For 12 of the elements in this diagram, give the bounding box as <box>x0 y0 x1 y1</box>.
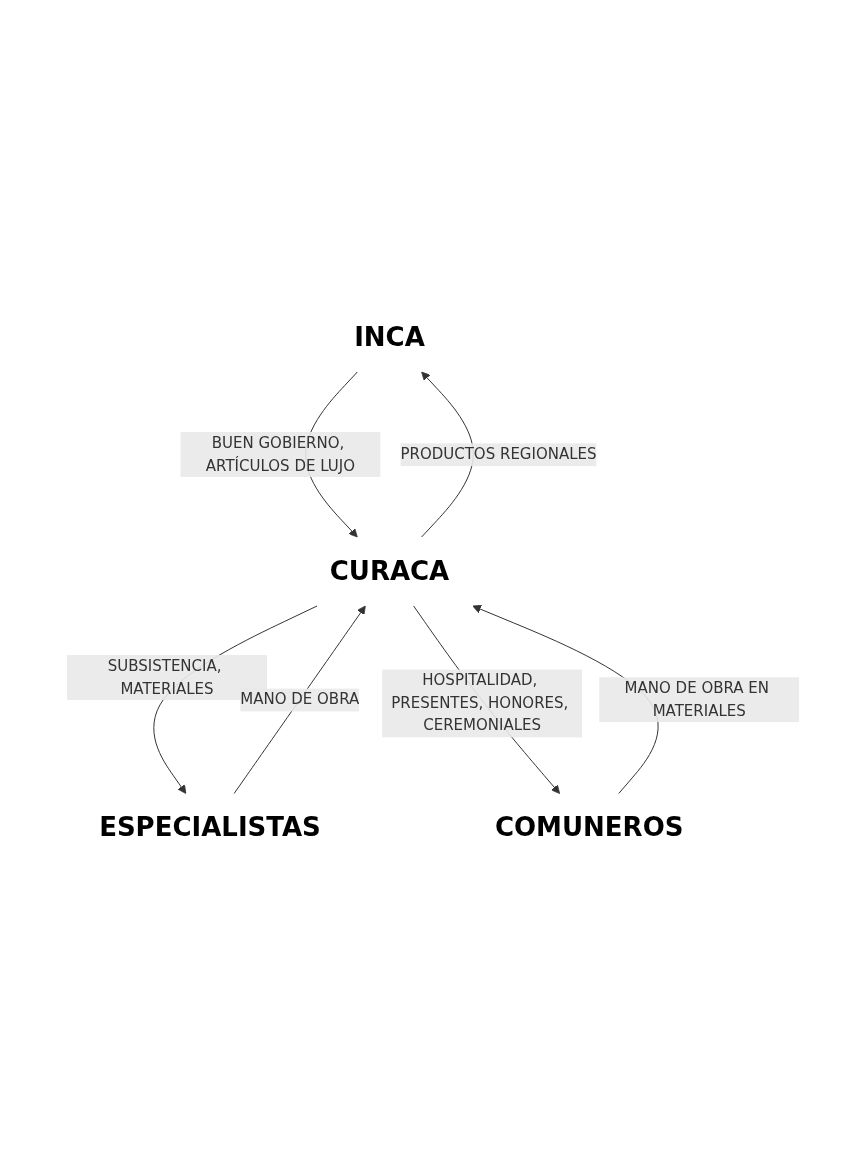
node-text: CURACA <box>330 556 450 587</box>
node-text: ESPECIALISTAS <box>99 812 322 843</box>
arrow <box>421 371 475 538</box>
edge-label: BUEN GOBIERNO, ARTÍCULOS DE LUJO <box>206 434 356 475</box>
edge-label: PRODUCTOS REGIONALES <box>400 445 597 464</box>
edge-label: MANO DE OBRA EN MATERIALES <box>624 679 770 720</box>
arrow <box>234 605 367 795</box>
edge-label: MANO DE OBRA <box>240 690 360 709</box>
edge-label: HOSPITALIDAD, PRESENTES, HONORES, CEREMONIALES <box>391 671 569 735</box>
node-text: COMUNEROS <box>495 812 684 843</box>
node-text: INCA <box>354 322 426 353</box>
edge-label: SUBSISTENCIA, MATERIALES <box>108 657 222 698</box>
